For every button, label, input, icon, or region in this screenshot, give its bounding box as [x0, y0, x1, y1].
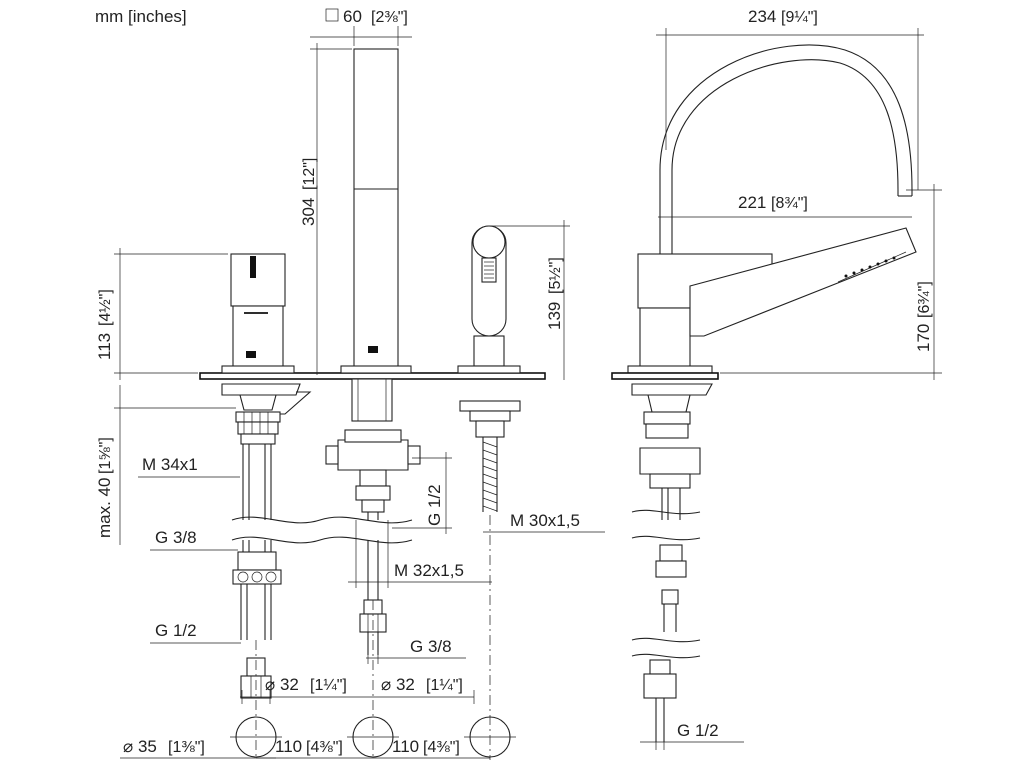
svg-text:110: 110: [392, 737, 419, 756]
svg-text:G 1/2: G 1/2: [677, 721, 719, 740]
svg-text:[1¼"]: [1¼"]: [310, 677, 347, 694]
dim-width-234: 234 [9¼"]: [656, 7, 924, 190]
svg-text:113: 113: [95, 333, 114, 360]
svg-text:60: 60: [343, 7, 362, 26]
break-lines: [231, 516, 413, 544]
side-break-lines: [631, 509, 701, 659]
units-note: mm [inches]: [95, 7, 187, 26]
svg-text:G 1/2: G 1/2: [425, 484, 444, 526]
dim-dia-32-a: ⌀ 32 [1¼"]: [240, 675, 358, 704]
svg-text:[4½"]: [4½"]: [97, 289, 114, 326]
svg-text:170: 170: [914, 324, 933, 352]
svg-text:G 1/2: G 1/2: [155, 621, 197, 640]
dim-spacing-110-b: 110 [4⅜"]: [373, 737, 490, 759]
svg-text:max. 40: max. 40: [95, 478, 114, 538]
svg-text:M 30x1,5: M 30x1,5: [510, 511, 580, 530]
svg-text:[9¼"]: [9¼"]: [781, 9, 818, 26]
dim-g12-mid: G 1/2: [392, 452, 452, 534]
svg-text:G 3/8: G 3/8: [410, 637, 452, 656]
svg-text:110: 110: [275, 737, 302, 756]
svg-text:304: 304: [299, 198, 318, 226]
svg-text:⌀ 35: ⌀ 35: [123, 737, 157, 756]
hand-shower: [457, 225, 521, 512]
dim-max-40: max. 40 [1⅝"]: [95, 385, 236, 545]
dim-dia-35: ⌀ 35 [1⅜"]: [120, 737, 276, 759]
thread-labels: M 34x1 G 3/8 G 1/2 M 30x1,5 M 32x1,5 G 3…: [138, 455, 605, 664]
svg-text:139: 139: [545, 302, 564, 330]
svg-text:221: 221: [738, 193, 766, 212]
dim-height-304: 304 [12"]: [299, 43, 352, 375]
svg-text:[1¼"]: [1¼"]: [426, 677, 463, 694]
svg-text:234: 234: [748, 7, 776, 26]
svg-text:[8¾"]: [8¾"]: [771, 195, 808, 212]
dim-spacing-110-a: 110 [4⅜"]: [256, 737, 373, 759]
dim-dia-32-b: ⌀ 32 [1¼"]: [358, 675, 475, 704]
svg-text:G 3/8: G 3/8: [155, 528, 197, 547]
svg-text:[4⅜"]: [4⅜"]: [306, 739, 343, 756]
mounting-holes: [230, 716, 516, 758]
dim-height-113: 113 [4½"]: [95, 248, 228, 380]
svg-text:[2⅜"]: [2⅜"]: [371, 9, 408, 26]
svg-text:[4⅜"]: [4⅜"]: [423, 739, 460, 756]
dim-g12-right: G 1/2: [640, 721, 744, 750]
svg-text:[1⅜"]: [1⅜"]: [168, 739, 205, 756]
svg-text:[1⅝"]: [1⅝"]: [97, 437, 114, 474]
dim-width-221: 221 [8¾"]: [658, 193, 912, 218]
side-view-spout: [659, 44, 913, 254]
svg-text:[12"]: [12"]: [301, 158, 318, 190]
deck-plate: [199, 372, 546, 380]
svg-text:[5½"]: [5½"]: [547, 257, 564, 294]
dim-square-60: 60 [2⅜"]: [310, 7, 412, 46]
centerlines: [255, 515, 491, 760]
dim-height-139: 139 [5½"]: [489, 220, 570, 380]
svg-text:M 34x1: M 34x1: [142, 455, 198, 474]
side-view-body: [611, 227, 917, 742]
dim-height-170: 170 [6¾"]: [720, 184, 942, 380]
mixer-valve: [221, 253, 312, 699]
svg-text:⌀ 32: ⌀ 32: [381, 675, 415, 694]
svg-text:[6¾"]: [6¾"]: [916, 281, 933, 318]
svg-text:M 32x1,5: M 32x1,5: [394, 561, 464, 580]
tall-spout: [325, 48, 421, 655]
svg-text:⌀ 32: ⌀ 32: [265, 675, 299, 694]
